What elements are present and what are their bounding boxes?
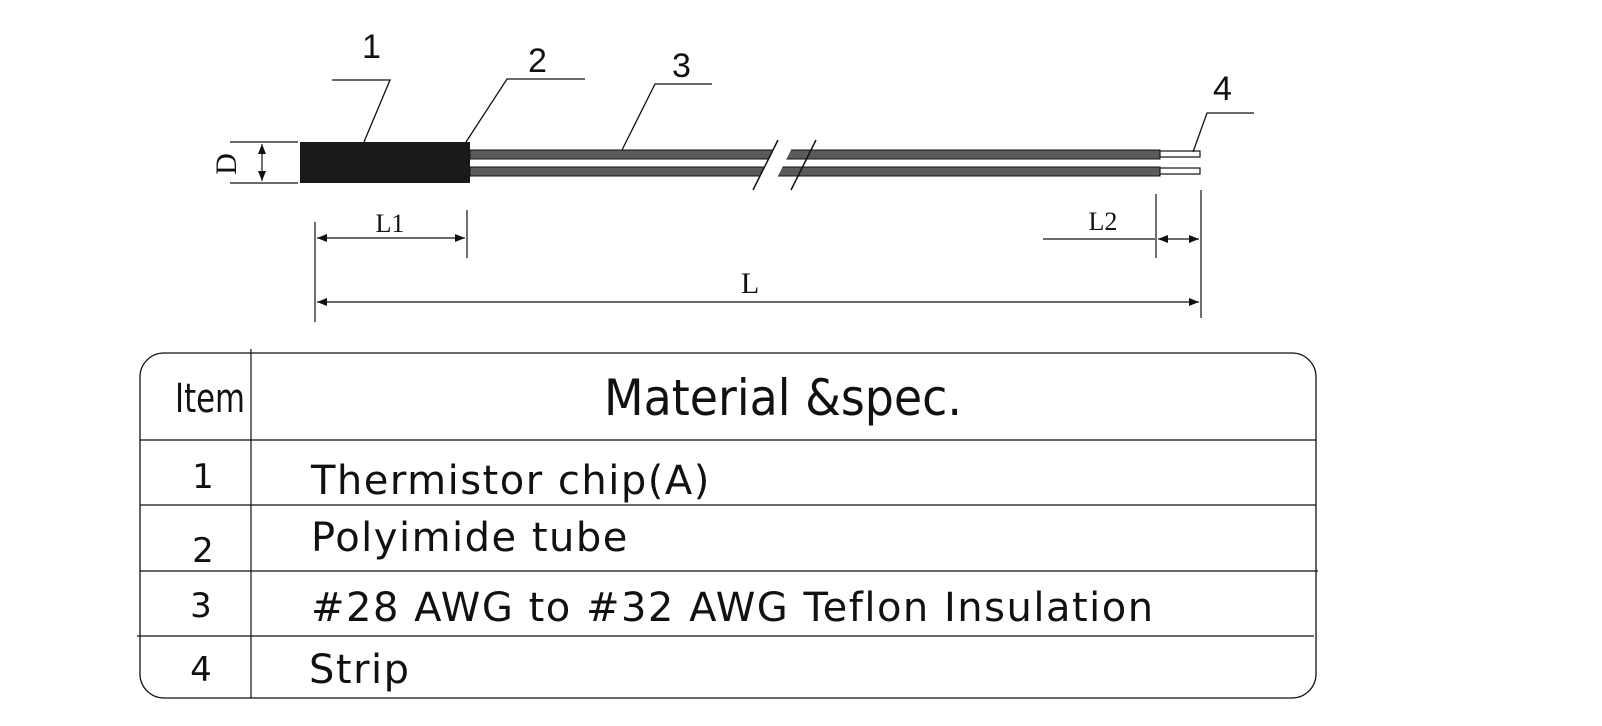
header-spec: Material &spec.	[604, 369, 962, 427]
dimension-l2-label: L2	[1089, 207, 1118, 236]
row-2-item: 2	[192, 531, 214, 571]
stripped-ends	[1159, 150, 1201, 175]
table-grid	[137, 349, 1318, 698]
table-frame	[139, 352, 1317, 699]
lead-wires	[469, 139, 1161, 191]
row-3-spec: #28 AWG to #32 AWG Teflon Insulation	[311, 585, 1155, 631]
dimension-d-lines	[230, 141, 298, 184]
material-table: Item Material &spec. 1 Thermistor chip(A…	[137, 349, 1318, 699]
callout-2: 2	[528, 42, 547, 80]
table-row: 3 #28 AWG to #32 AWG Teflon Insulation	[190, 585, 1155, 631]
dimension-l2-lines	[1043, 190, 1202, 318]
dimension-l1-label: L1	[376, 209, 405, 238]
dimension-d-label: D	[210, 153, 243, 175]
callout-3: 3	[672, 47, 691, 85]
callout-leaders	[332, 78, 1254, 153]
table-row: 4 Strip	[190, 647, 411, 693]
row-1-item: 1	[192, 457, 214, 497]
row-3-item: 3	[190, 586, 212, 626]
row-4-item: 4	[190, 650, 212, 690]
dimension-l1-lines	[314, 210, 468, 322]
table-row: 2 Polyimide tube	[192, 515, 629, 571]
callout-1: 1	[362, 28, 381, 66]
dimension-l-label: L	[741, 267, 759, 300]
row-2-spec: Polyimide tube	[311, 515, 629, 561]
table-row: 1 Thermistor chip(A)	[192, 457, 711, 504]
header-item: Item	[175, 376, 245, 422]
row-4-spec: Strip	[309, 647, 411, 693]
callout-4: 4	[1213, 70, 1232, 108]
thermistor-body	[300, 142, 470, 183]
row-1-spec: Thermistor chip(A)	[310, 458, 711, 504]
